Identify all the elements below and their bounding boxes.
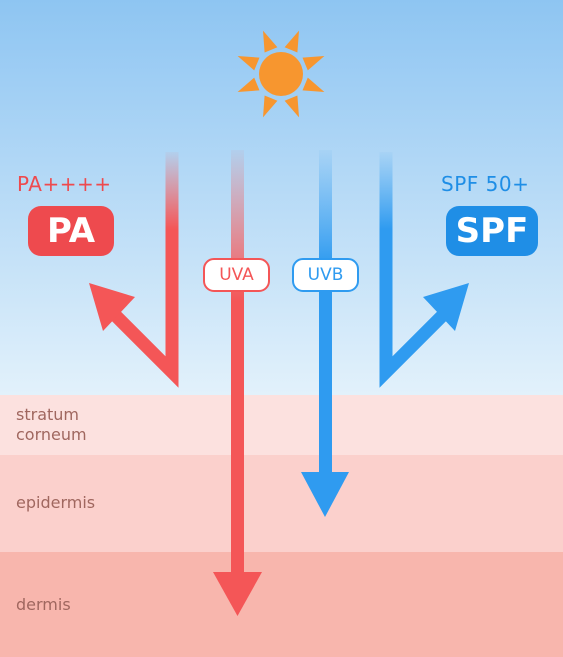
uvb-deflected-arrow: [379, 152, 469, 388]
pa-rating-caption: PA++++: [17, 172, 112, 196]
pa-badge: PA: [28, 206, 114, 256]
uvb-label: UVB: [292, 258, 359, 292]
skin-layer-epidermis: [0, 455, 563, 552]
sun-ray: [284, 30, 299, 53]
sun-ray: [263, 95, 278, 118]
uvb-penetrating-arrow: [301, 150, 349, 517]
spf-badge: SPF: [446, 206, 538, 256]
layer-label-line: corneum: [16, 425, 87, 444]
skin-layer-stratum-corneum: [0, 395, 563, 455]
sun-ray: [237, 56, 260, 71]
layer-label-line: stratum: [16, 405, 79, 424]
layer-label-stratum-corneum: stratum corneum: [16, 405, 87, 445]
sun-ray: [237, 77, 260, 92]
uva-label: UVA: [203, 258, 270, 292]
skin-layer-dermis: [0, 552, 563, 657]
uva-deflected-arrow: [89, 152, 179, 388]
layer-label-epidermis: epidermis: [16, 493, 95, 513]
spf-rating-caption: SPF 50+: [441, 172, 530, 196]
layer-label-line: dermis: [16, 595, 71, 614]
sun-ray: [284, 95, 299, 118]
layer-label-line: epidermis: [16, 493, 96, 512]
layer-label-dermis: dermis: [16, 595, 71, 615]
sun-ray: [302, 56, 325, 71]
sun-ray: [302, 77, 325, 92]
sun-ray: [263, 30, 278, 53]
sun-icon: [237, 30, 325, 118]
